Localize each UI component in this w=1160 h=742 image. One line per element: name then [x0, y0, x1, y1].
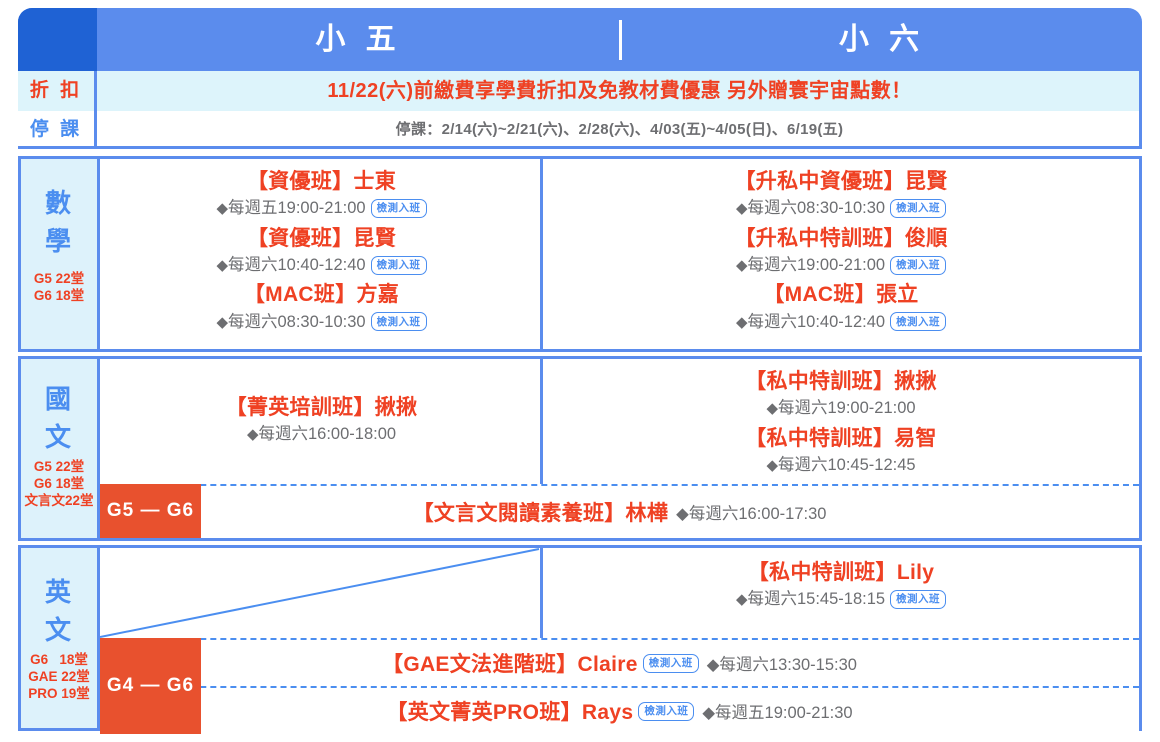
english-fullrow-1-time: ◆每週五19:00-21:30	[702, 704, 853, 722]
english-fullrow-1-name: 【英文菁英PRO班】Rays	[386, 701, 634, 724]
english-fullwidth-row-1: 【英文菁英PRO班】Rays 檢測入班 ◆每週五19:00-21:30	[100, 686, 1139, 734]
entry-test-badge[interactable]: 檢測入班	[370, 198, 427, 218]
class-name: 【私中特訓班】易智	[745, 426, 937, 450]
diamond-icon: ◆	[766, 400, 778, 418]
subject-title-math: 數學	[44, 188, 73, 256]
english-fullwidth-row-0: 【GAE文法進階班】Claire 檢測入班 ◆每週六13:30-15:30	[100, 638, 1139, 686]
diamond-icon: ◆	[735, 200, 748, 218]
chinese-fullrow-0-time: ◆每週六16:00-17:30	[676, 505, 827, 523]
suspend-row-label-cell: 停 課	[18, 111, 97, 146]
class-time: ◆每週六19:00-21:00	[766, 399, 916, 418]
english-fullrow-0-time: ◆每週六13:30-15:30	[706, 656, 857, 674]
diamond-icon: ◆	[735, 257, 748, 275]
grade-column-divider-chinese	[540, 359, 543, 484]
chinese-grade6-classes: 【私中特訓班】揪揪 ◆每週六19:00-21:00 【私中特訓班】易智 ◆每週六10:…	[543, 359, 1139, 484]
suspend-row: 停 課 停課：2/14(六)~2/21(六)、2/28(六)、4/03(五)~4…	[18, 111, 1142, 149]
class-name: 【MAC班】方嘉	[243, 283, 400, 307]
entry-test-badge[interactable]: 檢測入班	[370, 312, 427, 332]
class-name: 【菁英培訓班】揪揪	[225, 396, 418, 419]
header-grade5-title: 小 五	[315, 23, 402, 56]
grade-tag-english: G4 — G6	[100, 638, 201, 734]
class-name: 【私中特訓班】揪揪	[745, 370, 937, 393]
diamond-icon: ◆	[216, 257, 228, 275]
grade-column-divider-math	[540, 159, 543, 349]
suspend-label: 停 課	[29, 119, 83, 140]
diamond-icon: ◆	[735, 591, 748, 609]
discount-row: 折 扣 11/22(六)前繳費享學費折扣及免教材費優惠 另外贈寰宇宙點數！	[18, 71, 1142, 111]
discount-text: 11/22(六)前繳費享學費折扣及免教材費優惠 另外贈寰宇宙點數！	[327, 80, 912, 102]
diamond-icon: ◆	[246, 426, 259, 444]
header-grade6-title: 小 六	[838, 23, 926, 56]
discount-row-label-cell: 折 扣	[18, 71, 97, 111]
class-entry: 【菁英培訓班】揪揪 ◆每週六16:00-18:00	[100, 393, 543, 446]
entry-test-badge[interactable]: 檢測入班	[890, 255, 947, 275]
chinese-fullwidth-row-0: 【文言文閱讀素養班】林樺 ◆每週六16:00-17:30	[100, 484, 1139, 538]
diamond-icon: ◆	[216, 200, 228, 218]
header-column-divider	[619, 20, 622, 60]
grade-tag-chinese: G5 — G6	[100, 484, 201, 538]
class-entry: 【私中特訓班】易智 ◆每週六10:45-12:45	[543, 424, 1139, 477]
chinese-fullrow-0-name: 【文言文閱讀素養班】林樺	[412, 502, 669, 525]
diamond-icon: ◆	[735, 313, 748, 331]
class-entry: 【私中特訓班】揪揪 ◆每週六19:00-21:00	[543, 367, 1139, 420]
diamond-icon: ◆	[766, 457, 778, 475]
table-header: 小 五 小 六	[18, 8, 1142, 71]
chinese-grade5-classes: 【菁英培訓班】揪揪 ◆每週六16:00-18:00	[100, 359, 543, 484]
class-name: 【升私中資優班】昆賢	[734, 170, 948, 193]
class-name: 【升私中特訓班】俊順	[734, 226, 948, 250]
diamond-icon: ◆	[216, 313, 228, 331]
suspend-text: 停課：2/14(六)~2/21(六)、2/28(六)、4/03(五)~4/05(…	[395, 121, 844, 138]
class-name: 【資優班】士東	[246, 170, 397, 193]
entry-test-badge[interactable]: 檢測入班	[642, 653, 699, 673]
schedule-table: 小 五 小 六 折 扣 11/22(六)前繳費享學費折扣及免教材費優惠 另外贈寰…	[18, 8, 1142, 734]
discount-label: 折 扣	[29, 80, 83, 101]
entry-test-badge[interactable]: 檢測入班	[890, 589, 947, 609]
subject-title-chinese: 國文	[44, 384, 73, 452]
subject-title-english: 英文	[44, 577, 73, 645]
class-time: ◆每週六16:00-18:00	[246, 425, 397, 444]
class-name: 【資優班】昆賢	[246, 226, 397, 250]
class-name: 【MAC班】張立	[763, 283, 919, 307]
grade-column-divider-english	[540, 548, 543, 638]
class-time: ◆每週六10:45-12:45	[766, 456, 916, 475]
entry-test-badge[interactable]: 檢測入班	[638, 701, 695, 721]
entry-test-badge[interactable]: 檢測入班	[370, 255, 427, 275]
entry-test-badge[interactable]: 檢測入班	[890, 312, 947, 332]
class-name: 【私中特訓班】Lily	[747, 561, 935, 584]
entry-test-badge[interactable]: 檢測入班	[890, 198, 947, 218]
english-fullrow-0-name: 【GAE文法進階班】Claire	[382, 653, 638, 676]
header-corner-cell	[18, 8, 97, 71]
